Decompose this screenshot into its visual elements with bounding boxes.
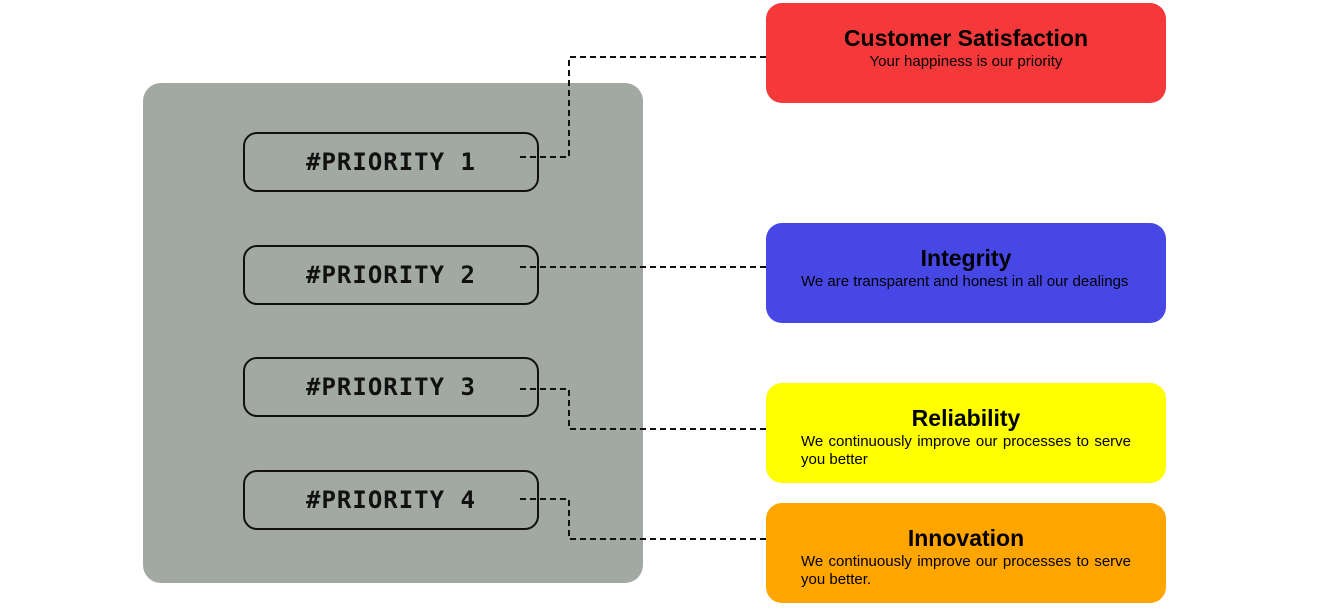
card-1-description: Your happiness is our priority <box>869 53 1063 70</box>
priority-4-pill: #PRIORITY 4 <box>243 470 539 530</box>
connector-3 <box>520 388 790 430</box>
card-1-title: Customer Satisfaction <box>843 25 1089 51</box>
card-innovation: Innovation We continuously improve our p… <box>766 503 1166 603</box>
priority-1-label: #PRIORITY 1 <box>306 148 476 176</box>
card-integrity: Integrity We are transparent and honest … <box>766 223 1166 323</box>
priority-3-label: #PRIORITY 3 <box>306 373 476 401</box>
card-4-title: Innovation <box>907 525 1025 551</box>
card-4-description: We continuously improve our processes to… <box>801 553 1131 588</box>
card-2-description: We are transparent and honest in all our… <box>801 273 1129 290</box>
card-3-title: Reliability <box>911 405 1021 431</box>
connector-4 <box>520 498 790 540</box>
priority-3-pill: #PRIORITY 3 <box>243 357 539 417</box>
card-customer-satisfaction: Customer Satisfaction Your happiness is … <box>766 3 1166 103</box>
priority-4-label: #PRIORITY 4 <box>306 486 476 514</box>
card-2-title: Integrity <box>920 245 1012 271</box>
priority-1-pill: #PRIORITY 1 <box>243 132 539 192</box>
priorities-panel <box>143 83 643 583</box>
card-3-description: We continuously improve our processes to… <box>801 433 1131 468</box>
connector-1 <box>520 56 790 158</box>
priority-2-label: #PRIORITY 2 <box>306 261 476 289</box>
card-reliability: Reliability We continuously improve our … <box>766 383 1166 483</box>
priority-2-pill: #PRIORITY 2 <box>243 245 539 305</box>
